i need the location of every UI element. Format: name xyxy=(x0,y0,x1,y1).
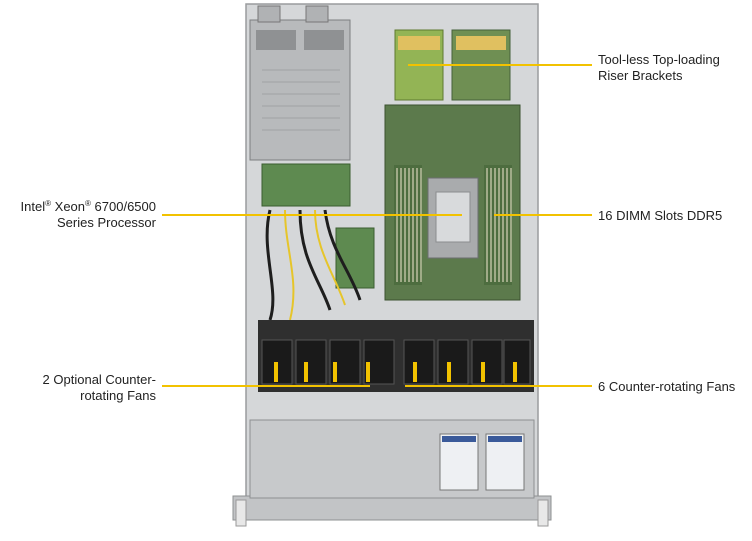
registered-mark-2: ® xyxy=(85,199,91,208)
fan-3 xyxy=(471,339,503,385)
fan-tabs xyxy=(274,362,517,382)
chassis-front-bezel xyxy=(232,495,552,521)
fan-optional-2 xyxy=(295,339,327,385)
riser-slot-right xyxy=(456,36,506,50)
callout-dimm-line1: 16 DIMM Slots DDR5 xyxy=(598,208,723,223)
fan-2 xyxy=(437,339,469,385)
cpu-heatspreader xyxy=(435,191,471,243)
psu-handle-left xyxy=(257,5,281,23)
label-sticker-left xyxy=(439,433,479,491)
backplane-board xyxy=(261,163,351,207)
label-sticker-right xyxy=(485,433,525,491)
psu-handle-right xyxy=(305,5,329,23)
cables xyxy=(265,209,362,321)
dimm-slots-left xyxy=(396,168,422,282)
storage-board xyxy=(335,227,375,289)
callout-riser-line2: Riser Brackets xyxy=(598,68,683,83)
leader-lines xyxy=(162,64,592,387)
psu-vents xyxy=(262,69,340,131)
psu-fan-right xyxy=(304,30,344,50)
cpu-brand: Intel xyxy=(20,199,46,214)
callout-cpu-line1: Intel® Xeon® 6700/6500 xyxy=(4,199,156,215)
callout-riser-line1: Tool-less Top-loading xyxy=(598,52,720,67)
callout-optional-fans-line2: rotating Fans xyxy=(80,388,156,403)
registered-mark-1: ® xyxy=(45,199,52,208)
callout-processor: Intel® Xeon® 6700/6500 Series Processor xyxy=(4,199,156,231)
riser-slot-left xyxy=(398,36,440,50)
callout-optional-fans-line1: 2 Optional Counter- xyxy=(42,372,156,387)
dimm-bank-right xyxy=(484,165,512,285)
psu-fan-left xyxy=(256,30,296,50)
sticker-header-right xyxy=(488,436,522,442)
dimm-bank-left xyxy=(394,165,422,285)
callout-cpu-line2: Series Processor xyxy=(57,215,156,230)
callout-riser-brackets: Tool-less Top-loading Riser Brackets xyxy=(598,52,720,84)
sticker-header-left xyxy=(442,436,476,442)
callout-counter-rotating-fans: 6 Counter-rotating Fans xyxy=(598,379,735,395)
callout-optional-fans: 2 Optional Counter- rotating Fans xyxy=(4,372,156,404)
fan-1 xyxy=(403,339,435,385)
dimm-slots-right xyxy=(486,168,512,282)
power-cables xyxy=(284,209,346,321)
rack-ear-left xyxy=(235,499,247,527)
callout-fans-line1: 6 Counter-rotating Fans xyxy=(598,379,736,394)
rack-ear-right xyxy=(537,499,549,527)
cpu-model: 6700/6500 xyxy=(90,199,156,214)
callout-dimm-slots: 16 DIMM Slots DDR5 xyxy=(598,208,722,224)
cpu-family: Xeon xyxy=(51,199,86,214)
